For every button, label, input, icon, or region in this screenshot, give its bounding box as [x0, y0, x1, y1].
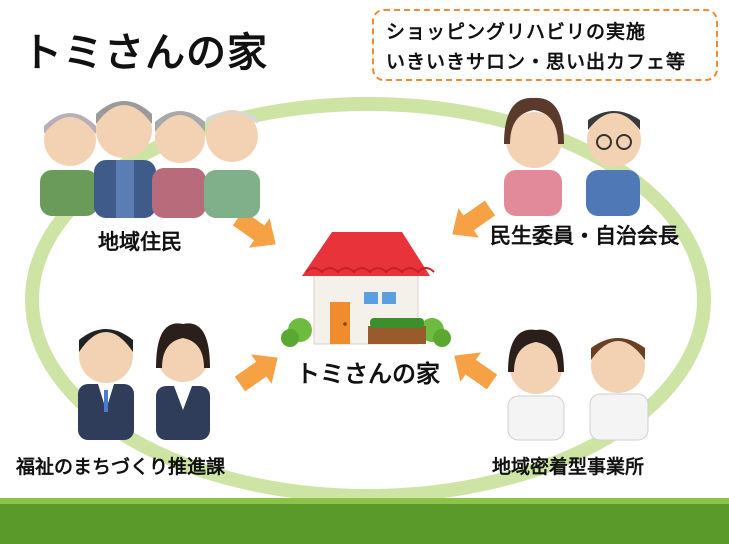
commissioner-illustration [504, 97, 641, 216]
business-illustration [507, 329, 649, 441]
welfare-illustration [78, 323, 210, 440]
commissioner-label: 民生委員・自治会長 [490, 224, 679, 248]
arrow-from-residents [232, 210, 276, 248]
footer-accent [0, 498, 729, 504]
house-label: トミさんの家 [296, 360, 440, 388]
residents-illustration [40, 101, 260, 218]
house-illustration [281, 232, 451, 347]
connection-ring [25, 97, 711, 503]
activities-line-2: いきいきサロン・思い出カフェ等 [386, 51, 687, 73]
arrow-from-business [454, 352, 498, 390]
activities-line-1: ショッピングリハビリの実施 [386, 21, 647, 43]
activities-box: ショッピングリハビリの実施 いきいきサロン・思い出カフェ等 [372, 9, 718, 81]
arrow-from-welfare [234, 354, 278, 392]
welfare-label: 福祉のまちづくり推進課 [16, 456, 226, 478]
business-label: 地域密着型事業所 [492, 456, 645, 478]
page-title: トミさんの家 [22, 30, 268, 76]
arrow-from-commissioner [452, 200, 496, 238]
footer-bar [0, 504, 729, 544]
residents-label: 地域住民 [98, 230, 182, 254]
